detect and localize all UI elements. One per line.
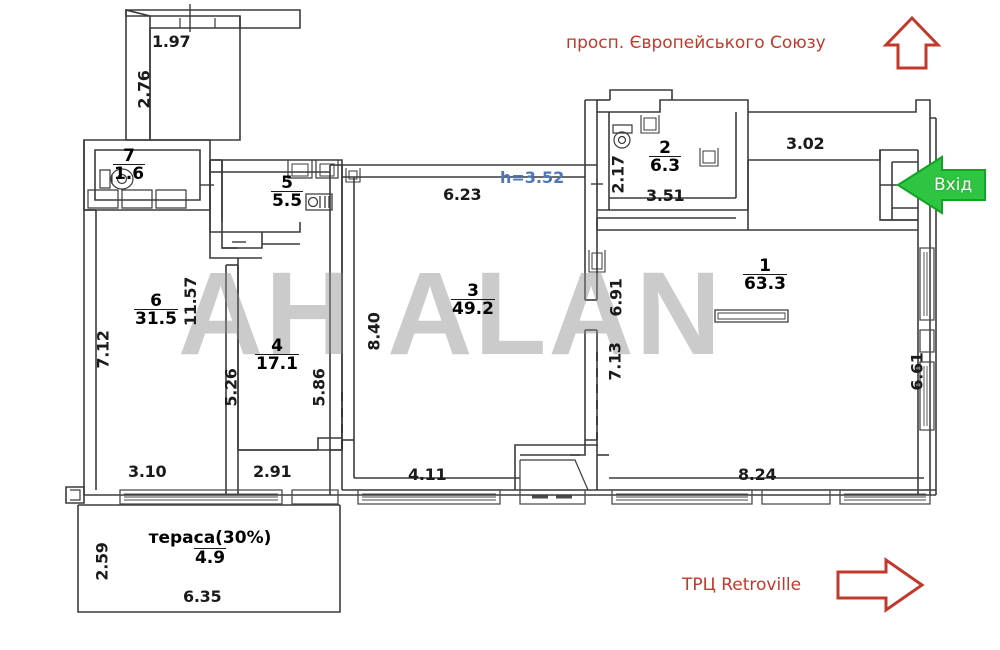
- room-area: 31.5: [134, 309, 178, 329]
- dim-corridor-height: 5.86: [309, 368, 329, 407]
- dim-terrace-bottom-width: 6.35: [183, 587, 222, 606]
- entrance-arrow-icon: [896, 155, 986, 215]
- terrace-label: тераса(30%) 4.9: [128, 528, 292, 567]
- dim-room2-left-height: 2.17: [608, 155, 628, 194]
- room-area: 49.2: [451, 299, 495, 319]
- mall-label: ТРЦ Retroville: [682, 575, 802, 595]
- watermark: АН ALAN: [178, 248, 723, 380]
- room-number: 4: [271, 336, 283, 356]
- dim-room3-left-height: 8.40: [364, 312, 384, 351]
- dim-room1-right-height: 6.61: [907, 352, 927, 391]
- dim-room4-left-height: 5.26: [221, 368, 241, 407]
- room-label-4: 4 17.1: [250, 338, 304, 373]
- mall-arrow-icon: [836, 557, 925, 613]
- entrance-label: Вхід: [934, 175, 973, 195]
- dim-terrace-left-height: 2.59: [92, 542, 112, 581]
- room-number: 5: [281, 173, 293, 193]
- dim-top-small-height: 2.76: [134, 70, 154, 109]
- room-label-3: 3 49.2: [443, 283, 503, 318]
- room-area: 17.1: [255, 354, 299, 374]
- dim-room6-bottom-width: 3.10: [128, 462, 167, 481]
- dim-room3-bottom-width: 4.11: [408, 465, 447, 484]
- dim-room3-top-width: 6.23: [443, 185, 482, 204]
- dim-left-outer-height: 7.12: [93, 330, 113, 369]
- room-number: 2: [659, 138, 671, 158]
- dim-room4-bottom-width: 2.91: [253, 462, 292, 481]
- dim-room2-bottom-width: 3.51: [646, 186, 685, 205]
- street-arrow-icon: [882, 15, 942, 70]
- dim-top-small-width: 1.97: [152, 32, 191, 51]
- room-number: 1: [759, 256, 771, 276]
- room-label-5: 5 5.5: [262, 175, 312, 210]
- dim-room1-bottom-width: 8.24: [738, 465, 777, 484]
- room-label-6: 6 31.5: [128, 293, 184, 328]
- room-area: 1.6: [112, 164, 146, 184]
- room-area: 63.3: [743, 274, 787, 294]
- room-number: 3: [467, 281, 479, 301]
- room-area: 6.3: [648, 156, 682, 176]
- ceiling-height-note: h=3.52: [500, 168, 565, 187]
- dim-top-right-width: 3.02: [786, 134, 825, 153]
- terrace-area: 4.9: [193, 548, 227, 568]
- room-number: 6: [150, 291, 162, 311]
- terrace-name: тераса(30%): [148, 528, 272, 548]
- room-label-7: 7 1.6: [106, 148, 152, 183]
- room-label-1: 1 63.3: [735, 258, 795, 293]
- street-label: просп. Європейського Союзу: [566, 33, 826, 53]
- room-area: 5.5: [270, 191, 304, 211]
- dim-room1-left-height: 7.13: [605, 342, 625, 381]
- room-label-2: 2 6.3: [638, 140, 692, 175]
- dim-center-right-height: 6.91: [606, 278, 626, 317]
- room-number: 7: [123, 146, 135, 166]
